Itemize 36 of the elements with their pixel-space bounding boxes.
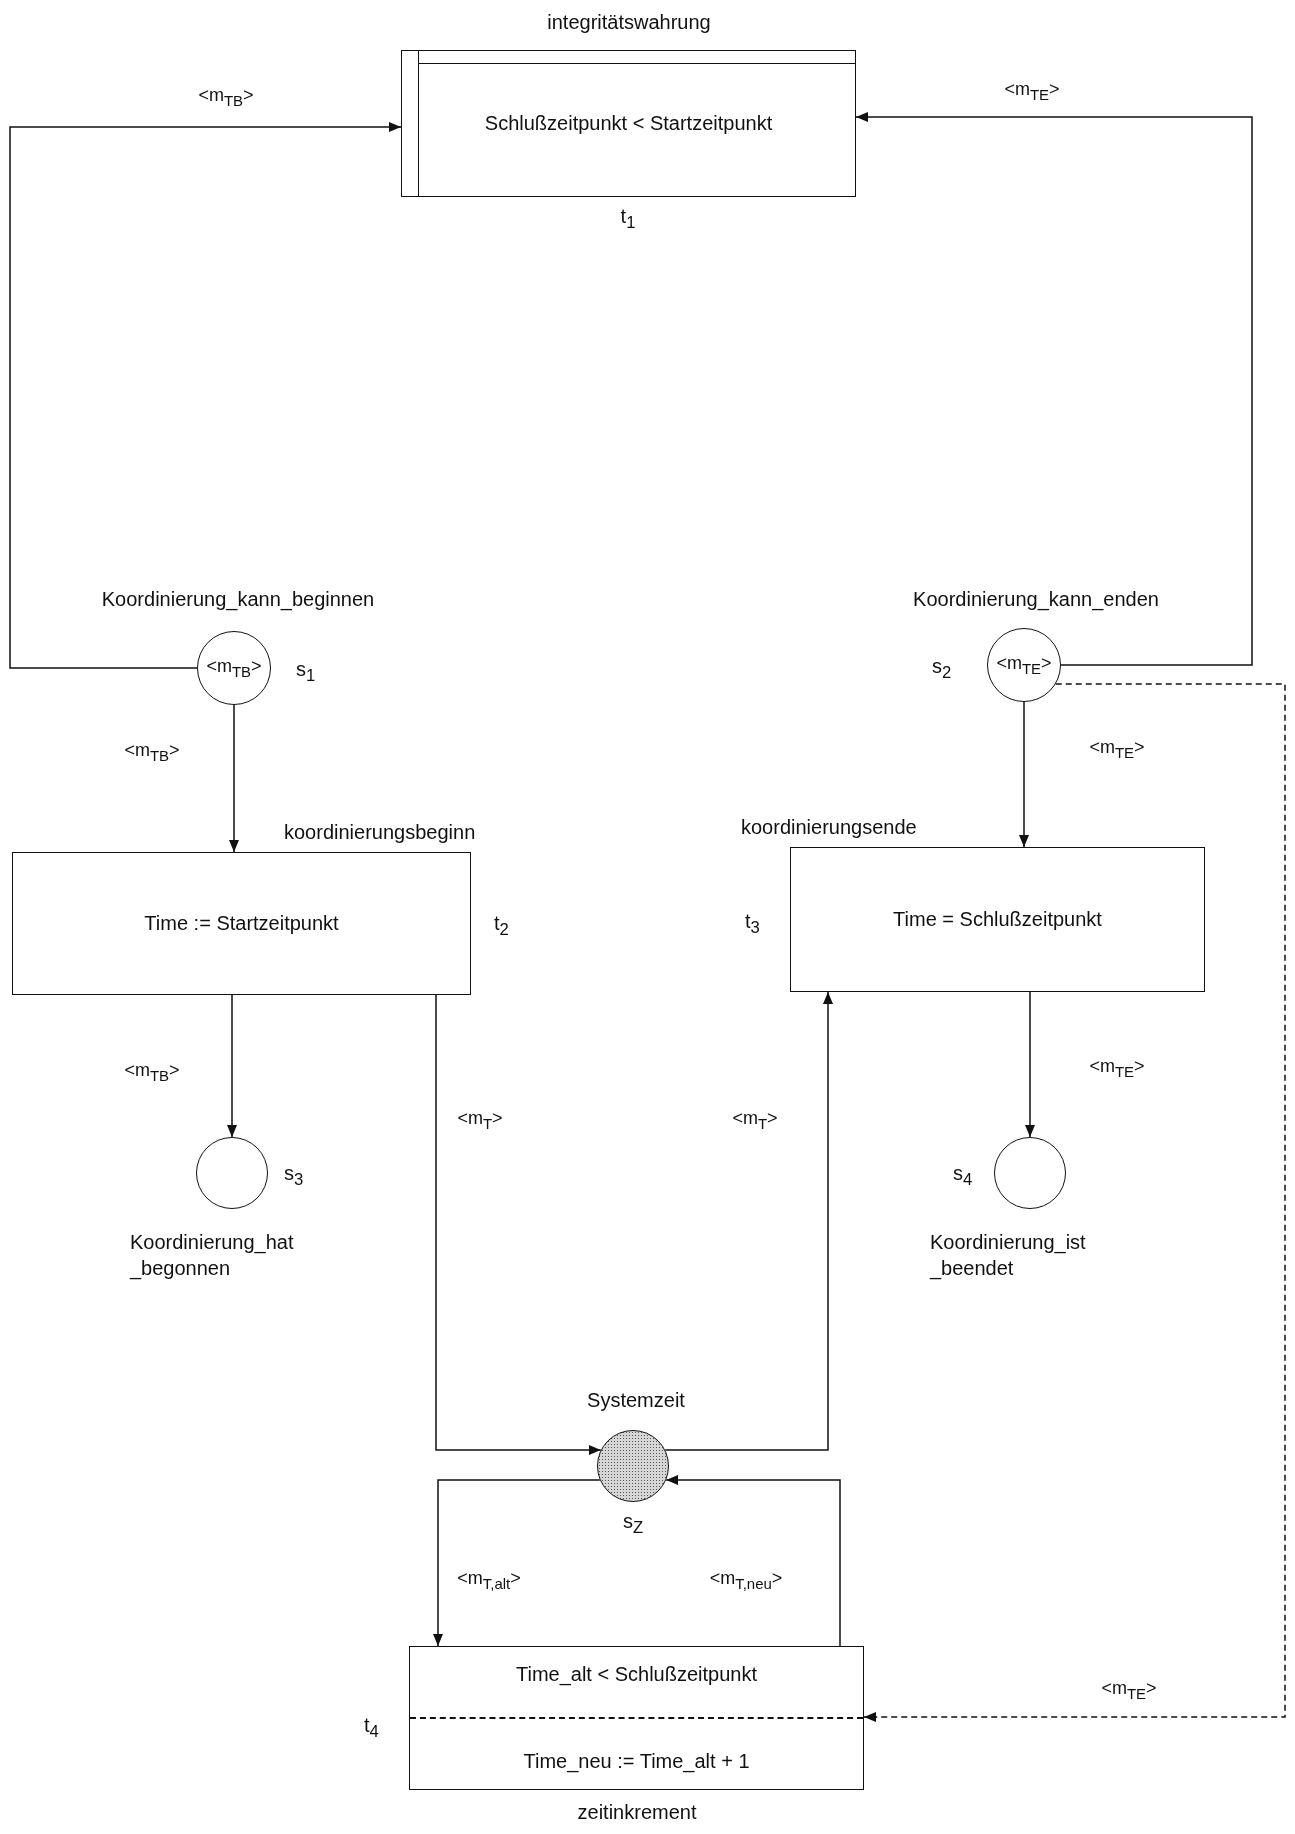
place-id: s$_{Z}$ xyxy=(622,1509,644,1539)
arrow xyxy=(229,704,239,853)
token-label: <m$_{TE}$> xyxy=(996,653,1052,677)
arrow xyxy=(433,1479,601,1647)
transition-name: koordinierungsende xyxy=(741,815,917,840)
transition-id: t$_{2}$ xyxy=(494,911,509,941)
transition-id: t$_{3}$ xyxy=(745,909,760,939)
transition-id: t$_{4}$ xyxy=(364,1713,379,1743)
transition-id: t$_{1}$ xyxy=(620,204,636,234)
place-id: s$_{2}$ xyxy=(932,654,952,684)
arrow xyxy=(435,994,602,1455)
dashed-arrow xyxy=(863,683,1286,1722)
arrow xyxy=(1025,991,1035,1138)
place-name: Koordinierung_hat _begonnen xyxy=(130,1230,295,1281)
arrow xyxy=(227,994,237,1138)
place-id: s$_{4}$ xyxy=(953,1161,973,1191)
condition-text: Time_alt < Schlußzeitpunkt xyxy=(515,1662,757,1686)
transition-name: zeitinkrement xyxy=(577,1800,697,1825)
place-name: Koordinierung_kann_beginnen xyxy=(101,587,375,612)
condition-text: Time = Schlußzeitpunkt xyxy=(893,908,1102,931)
place-id: s$_{1}$ xyxy=(296,657,316,687)
place-name: Koordinierung_kann_enden xyxy=(913,587,1159,612)
token-label: <m$_{TB}$> xyxy=(206,656,262,680)
condition-text: Time_neu := Time_alt + 1 xyxy=(523,1750,750,1774)
arrow xyxy=(664,991,833,1451)
place-name: Koordinierung_ist _beendet xyxy=(930,1230,1087,1281)
arrow xyxy=(855,112,1253,666)
arrow xyxy=(1019,701,1029,848)
transition-name: integritätswahrung xyxy=(547,10,711,35)
transition-name: koordinierungsbeginn xyxy=(284,820,476,845)
arrow xyxy=(665,1475,841,1647)
arrow xyxy=(9,122,402,669)
place-id: s$_{3}$ xyxy=(284,1161,304,1191)
condition-text: Time := Startzeitpunkt xyxy=(144,912,339,935)
place-name: Systemzeit xyxy=(587,1388,685,1413)
condition-text: Schlußzeitpunkt < Startzeitpunkt xyxy=(484,112,773,135)
